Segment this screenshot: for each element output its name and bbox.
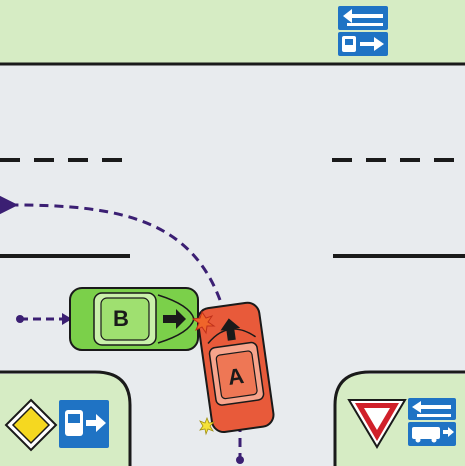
car-a-label: A <box>226 363 245 390</box>
lane-direction-sign <box>338 6 388 56</box>
car-a-start-dot <box>236 456 244 464</box>
lane-markings <box>0 158 465 258</box>
priority-road-sign <box>4 398 58 452</box>
give-way-sign <box>347 399 407 449</box>
bus-lane-sign <box>59 400 109 448</box>
arrow-right-icon <box>163 309 186 329</box>
impact-star-icon <box>191 310 216 335</box>
lane-direction-sign-bottom-right <box>408 398 456 446</box>
impact-star-small-icon <box>199 416 216 436</box>
car-b: B <box>69 287 199 351</box>
car-b-start-dot <box>16 315 24 323</box>
arrow-up-icon <box>220 318 241 341</box>
car-b-path-arrow <box>62 313 72 325</box>
car-b-label: B <box>113 306 129 331</box>
car-a: A <box>196 301 275 434</box>
road-edges <box>0 62 465 466</box>
